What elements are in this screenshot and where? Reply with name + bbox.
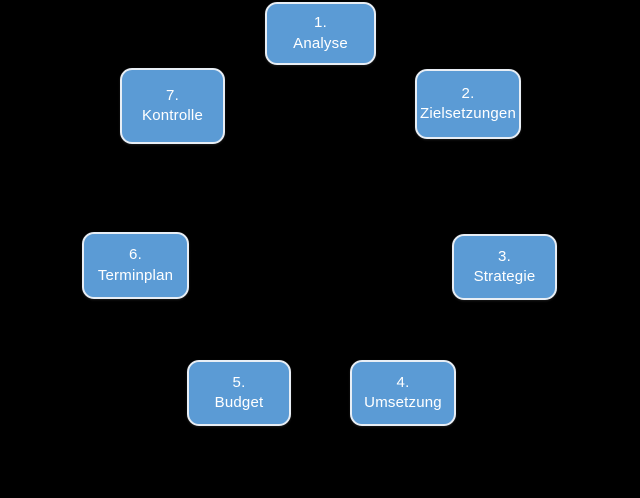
node-5-number: 5. — [232, 373, 246, 391]
process-node-7-kontrolle[interactable]: 7. Kontrolle — [120, 68, 225, 144]
process-node-2-zielsetzungen[interactable]: 2. Zielsetzungen — [415, 69, 521, 139]
node-1-number: 1. — [314, 14, 327, 32]
process-node-5-budget[interactable]: 5. Budget — [187, 360, 291, 426]
node-2-label: Zielsetzungen — [420, 105, 516, 122]
node-4-label: Umsetzung — [364, 394, 442, 411]
node-3-number: 3. — [498, 247, 511, 265]
process-node-4-umsetzung[interactable]: 4. Umsetzung — [350, 360, 456, 426]
node-2-number: 2. — [461, 84, 475, 102]
process-node-1-analyse[interactable]: 1. Analyse — [265, 2, 376, 65]
node-3-label: Strategie — [473, 268, 536, 285]
node-6-label: Terminplan — [97, 266, 174, 284]
node-1-label: Analyse — [293, 34, 348, 52]
node-4-number: 4. — [396, 373, 410, 391]
node-7-label: Kontrolle — [141, 107, 203, 124]
node-6-number: 6. — [129, 246, 142, 264]
node-5-label: Budget — [214, 394, 264, 411]
process-node-3-strategie[interactable]: 3. Strategie — [452, 234, 557, 300]
process-node-6-terminplan[interactable]: 6. Terminplan — [82, 232, 189, 299]
node-7-number: 7. — [166, 86, 179, 104]
